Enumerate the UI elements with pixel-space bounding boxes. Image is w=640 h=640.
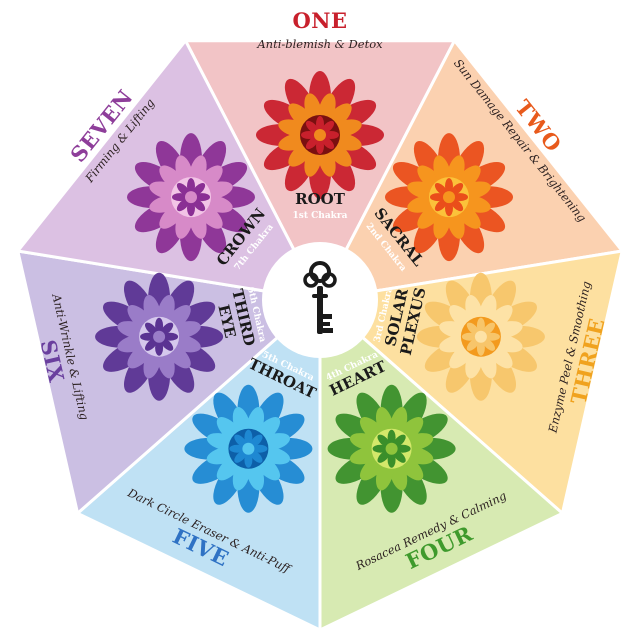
mandala-four [327,384,456,513]
mandala-three [416,272,545,401]
segment-one-chakra-name: ROOT [295,190,346,208]
segment-one-chakra-sub: 1st Chakra [293,211,348,221]
mandala-one [256,71,384,199]
segment-one-number: ONE [293,8,348,33]
center-hub [262,242,378,358]
key-icon [303,261,337,334]
mandala-six [95,272,224,401]
mandala-layer [95,71,545,513]
mandala-seven [127,133,255,262]
mandala-five [184,384,313,513]
segment-one-benefit: Anti-blemish & Detox [256,37,383,51]
mandala-two [385,133,513,262]
